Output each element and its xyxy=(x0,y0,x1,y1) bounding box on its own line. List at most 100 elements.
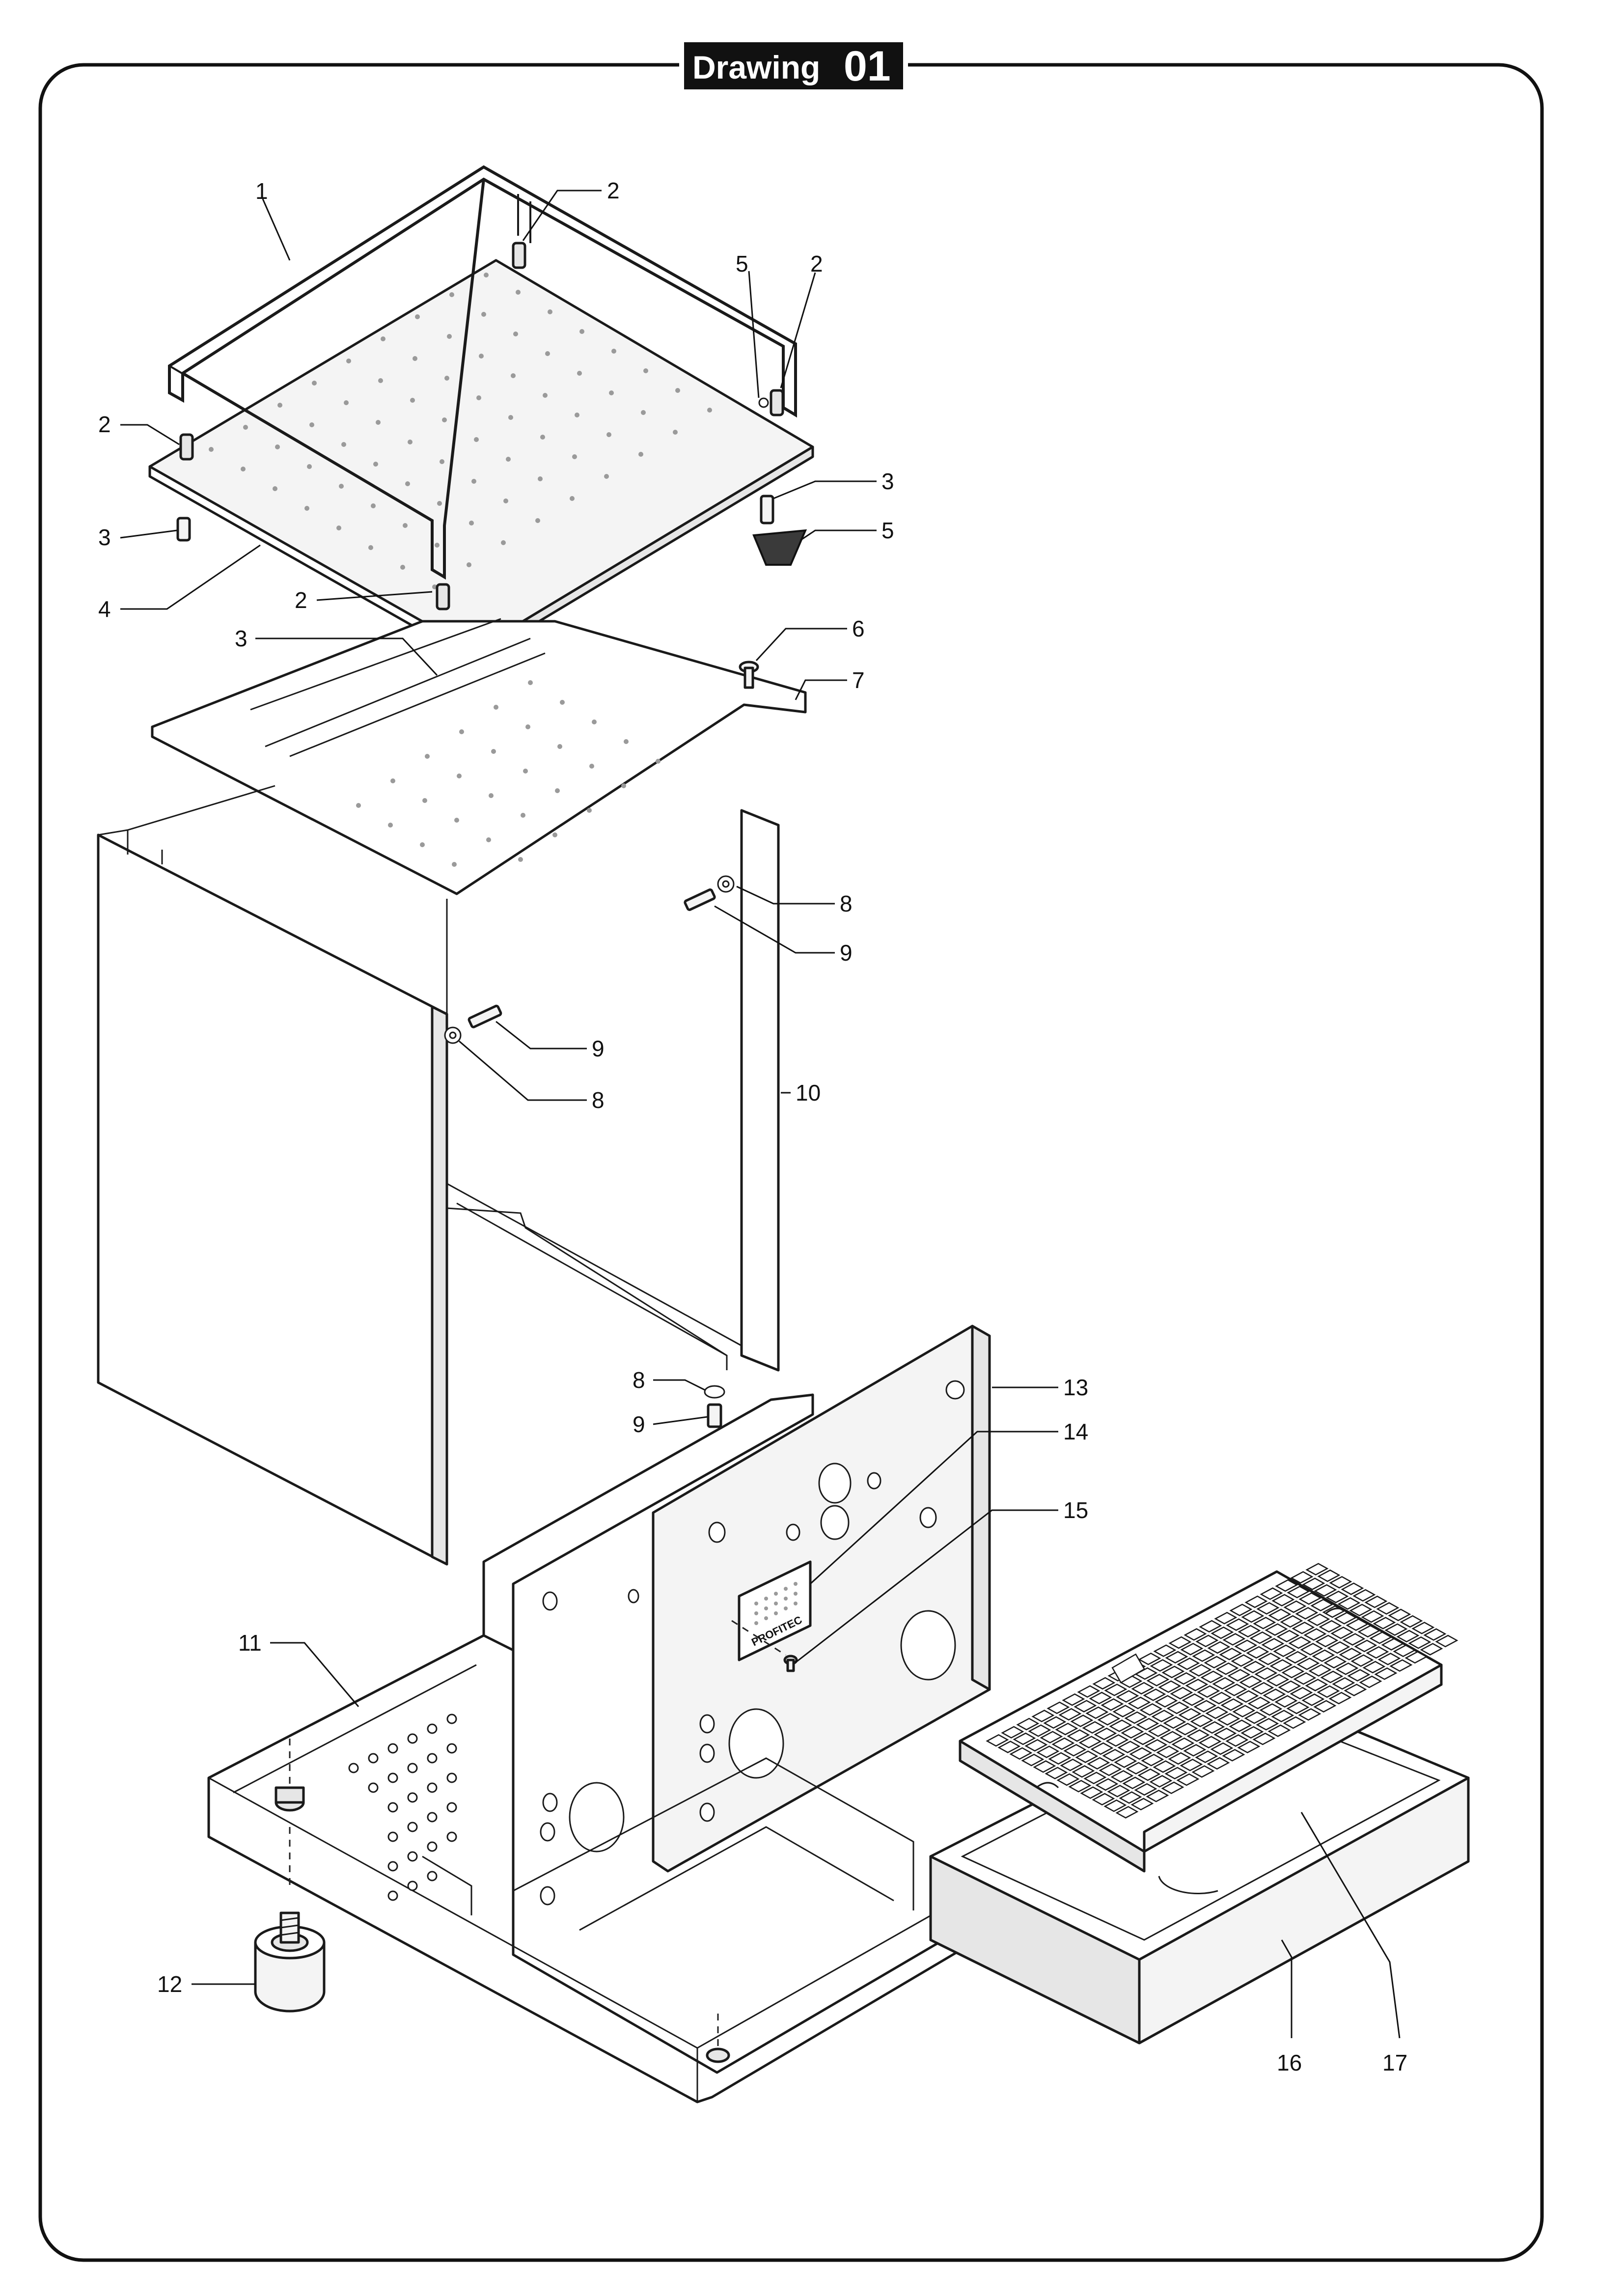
part-1-cup-rail xyxy=(168,165,797,580)
drip-grid-cell xyxy=(1435,1634,1459,1648)
drip-grid-cell xyxy=(1252,1732,1276,1745)
callout-9c: 9 xyxy=(633,1411,645,1437)
drip-grid-cell xyxy=(1396,1630,1420,1643)
callout-8c: 8 xyxy=(633,1367,645,1393)
drip-grid-cell xyxy=(1073,1700,1097,1713)
drip-grid-cell xyxy=(1148,1724,1171,1737)
drip-grid-cell xyxy=(1168,1636,1192,1649)
drip-grid-cell xyxy=(1305,1679,1328,1691)
drip-grid-cell xyxy=(1092,1793,1115,1806)
drip-grid-cell xyxy=(1130,1797,1154,1811)
drip-grid-cell xyxy=(1376,1602,1400,1615)
drip-grid-cell xyxy=(1290,1687,1313,1700)
drip-grid-cell xyxy=(1240,1726,1264,1739)
drip-grid-cell xyxy=(1171,1737,1195,1750)
drip-grid-cell xyxy=(1276,1630,1300,1643)
drip-grid-cell xyxy=(1089,1691,1112,1705)
drip-grid-cell xyxy=(1341,1582,1364,1595)
drip-grid-cell xyxy=(1293,1672,1317,1685)
drip-grid-cell xyxy=(1283,1716,1306,1729)
drip-grid-cell xyxy=(1229,1719,1252,1732)
drip-grid-cell xyxy=(1234,1639,1258,1653)
drip-grid-cell xyxy=(1366,1646,1389,1659)
drip-grid-cell xyxy=(1176,1773,1200,1786)
drip-grid-cell xyxy=(1347,1669,1371,1682)
drip-grid-cell xyxy=(1083,1771,1107,1785)
drip-grid-cell xyxy=(1315,1634,1339,1648)
drip-grid-cell xyxy=(1139,1703,1163,1716)
drip-grid-cell xyxy=(1159,1731,1183,1744)
drip-grid-cell xyxy=(1166,1701,1190,1714)
drip-grid-cell xyxy=(1354,1639,1377,1653)
drip-grid-cell xyxy=(1195,1634,1219,1648)
drip-grid-cell xyxy=(1198,1736,1222,1749)
drip-grid-cell xyxy=(1296,1658,1320,1670)
drip-grid-cell xyxy=(1165,1651,1188,1664)
drip-grid-cell xyxy=(1265,1623,1288,1636)
drip-grid-cell xyxy=(1212,1677,1236,1690)
drip-grid-cell xyxy=(1267,1724,1291,1737)
drip-grid-cell xyxy=(1317,1569,1341,1582)
drip-grid-cell xyxy=(1290,1571,1314,1584)
drip-grid-cell xyxy=(1226,1618,1249,1631)
drip-grid-cell xyxy=(1237,1741,1261,1754)
callout-3b: 3 xyxy=(98,525,111,550)
drip-grid-cell xyxy=(1115,1806,1139,1819)
drip-grid-cell xyxy=(1349,1604,1373,1617)
part-2-rail-posts xyxy=(179,242,784,610)
drip-grid-cell xyxy=(1244,1595,1268,1608)
drip-grid-cell xyxy=(1273,1644,1296,1658)
drip-grid-cell xyxy=(1313,1700,1337,1713)
callout-12: 12 xyxy=(157,1971,182,1997)
drip-grid-cell xyxy=(1156,1745,1180,1758)
drip-grid-cell xyxy=(1180,1643,1204,1656)
callout-17: 17 xyxy=(1382,2050,1407,2075)
callout-4: 4 xyxy=(98,596,111,622)
part-5-foot-pads xyxy=(752,397,807,566)
drip-grid-cell xyxy=(1404,1651,1428,1664)
drip-grid-cell xyxy=(1138,1652,1161,1665)
drip-grid-cell xyxy=(1046,1701,1070,1714)
drip-grid-cell xyxy=(1411,1622,1435,1634)
drip-grid-cell xyxy=(1068,1780,1092,1793)
drip-grid-cell xyxy=(1099,1763,1122,1776)
part-8-washers xyxy=(444,875,735,1399)
drip-grid-cell xyxy=(1339,1648,1362,1660)
drip-grid-cell xyxy=(1045,1767,1068,1780)
drip-grid-cell xyxy=(1303,1628,1327,1641)
drip-grid-cell xyxy=(1013,1732,1036,1745)
drip-grid-cell xyxy=(1384,1623,1408,1636)
callout-7: 7 xyxy=(852,667,865,693)
drip-grid-cell xyxy=(1048,1752,1072,1765)
drip-grid-cell xyxy=(1102,1748,1126,1762)
drip-grid-cell xyxy=(1112,1705,1136,1717)
drip-grid-cell xyxy=(1292,1621,1315,1634)
title-background xyxy=(684,42,903,89)
drip-grid-cell xyxy=(1305,1563,1329,1576)
drip-grid-cell xyxy=(1109,1719,1132,1732)
drip-grid-cell xyxy=(1314,1584,1337,1597)
drip-grid-cell xyxy=(1369,1631,1393,1644)
drip-grid-cell xyxy=(1095,1778,1119,1791)
drip-grid-cell xyxy=(1082,1721,1105,1734)
drip-grid-cell xyxy=(1209,1691,1232,1705)
drip-grid-cell xyxy=(1031,1710,1055,1722)
callout-14: 14 xyxy=(1063,1419,1088,1444)
drip-grid-cell xyxy=(1310,1599,1334,1612)
drip-grid-cell xyxy=(1254,1667,1278,1680)
logo-plate-vents xyxy=(754,1582,798,1625)
drip-grid-cell xyxy=(1249,1631,1273,1644)
drip-grid-cell xyxy=(1275,1579,1298,1592)
drip-grid-cell xyxy=(1101,1698,1124,1711)
drip-grid-cell xyxy=(1274,1695,1298,1708)
drip-grid-cell xyxy=(1195,1750,1218,1763)
drip-grid-cell xyxy=(1192,1649,1215,1662)
drip-grid-cell xyxy=(1126,1762,1149,1775)
drip-grid-cell xyxy=(1302,1577,1325,1590)
title-tab: Drawing 01 xyxy=(679,39,908,91)
drip-grid-cell xyxy=(1103,1799,1127,1812)
drip-grid-cell xyxy=(1408,1636,1431,1649)
drip-grid-cell xyxy=(1261,1638,1285,1651)
drip-grid-cell xyxy=(1246,1646,1269,1659)
drip-grid-cell xyxy=(1227,1669,1251,1682)
